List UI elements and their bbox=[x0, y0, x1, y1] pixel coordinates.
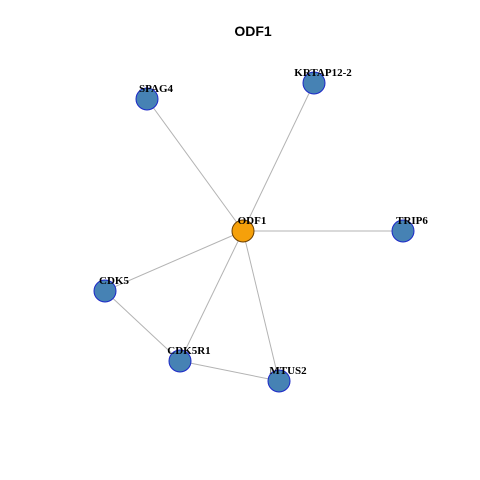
node-mtus2: MTUS2 bbox=[267, 365, 307, 393]
node-cdk5r1: CDK5R1 bbox=[167, 345, 211, 373]
edge-odf1-krtap12-2 bbox=[242, 82, 315, 232]
node-trip6: TRIP6 bbox=[391, 215, 428, 243]
edge-cdk5r1-mtus2 bbox=[179, 360, 280, 382]
node-cdk5: CDK5 bbox=[93, 275, 129, 303]
node-circle-mtus2 bbox=[267, 369, 291, 393]
node-circle-cdk5 bbox=[93, 279, 117, 303]
edges-layer bbox=[104, 82, 403, 382]
node-label-krtap12-2: KRTAP12-2 bbox=[294, 67, 352, 79]
edge-odf1-cdk5 bbox=[104, 230, 244, 292]
node-label-odf1: ODF1 bbox=[238, 215, 267, 227]
node-label-trip6: TRIP6 bbox=[396, 215, 428, 227]
edge-odf1-mtus2 bbox=[242, 230, 280, 382]
node-circle-trip6 bbox=[391, 219, 415, 243]
node-circle-spag4 bbox=[135, 87, 159, 111]
node-circle-krtap12-2 bbox=[302, 71, 326, 95]
node-spag4: SPAG4 bbox=[135, 83, 174, 111]
node-krtap12-2: KRTAP12-2 bbox=[294, 67, 352, 95]
node-circle-cdk5r1 bbox=[168, 349, 192, 373]
node-odf1: ODF1 bbox=[231, 215, 267, 243]
node-label-cdk5r1: CDK5R1 bbox=[167, 345, 210, 357]
edge-odf1-spag4 bbox=[146, 98, 244, 232]
node-circle-odf1 bbox=[231, 219, 255, 243]
node-label-spag4: SPAG4 bbox=[139, 83, 174, 95]
node-label-mtus2: MTUS2 bbox=[269, 365, 307, 377]
diagram-title: ODF1 bbox=[234, 23, 272, 39]
node-label-cdk5: CDK5 bbox=[99, 275, 129, 287]
edge-cdk5-cdk5r1 bbox=[104, 290, 181, 362]
edge-odf1-cdk5r1 bbox=[179, 230, 244, 362]
